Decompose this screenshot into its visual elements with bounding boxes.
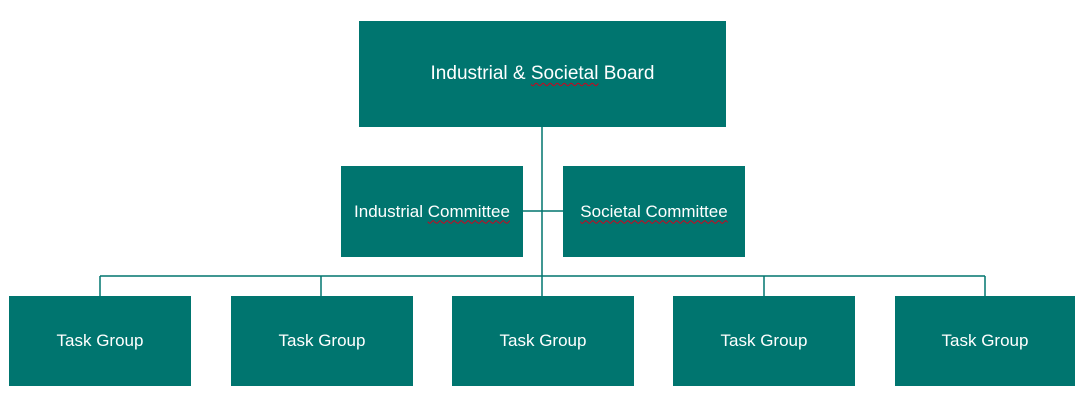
societal-committee-label: Societal Committee [580, 201, 728, 221]
industrial-committee-label: Industrial Committee [354, 201, 510, 221]
task-group-box-2[interactable]: Task Group [231, 296, 413, 386]
industrial-committee-box[interactable]: Industrial Committee [341, 166, 523, 257]
task-group-box-4[interactable]: Task Group [673, 296, 855, 386]
task-group-label: Task Group [278, 331, 366, 350]
task-group-box-1[interactable]: Task Group [9, 296, 191, 386]
task-group-label: Task Group [720, 331, 808, 350]
board-box[interactable]: Industrial & Societal Board [359, 21, 726, 127]
task-group-box-3[interactable]: Task Group [452, 296, 634, 386]
societal-committee-box[interactable]: Societal Committee [563, 166, 745, 257]
task-group-label: Task Group [499, 331, 587, 350]
task-group-box-5[interactable]: Task Group [895, 296, 1075, 386]
task-group-label: Task Group [56, 331, 144, 350]
task-group-label: Task Group [941, 331, 1029, 350]
board-label: Industrial & Societal Board [430, 63, 655, 84]
